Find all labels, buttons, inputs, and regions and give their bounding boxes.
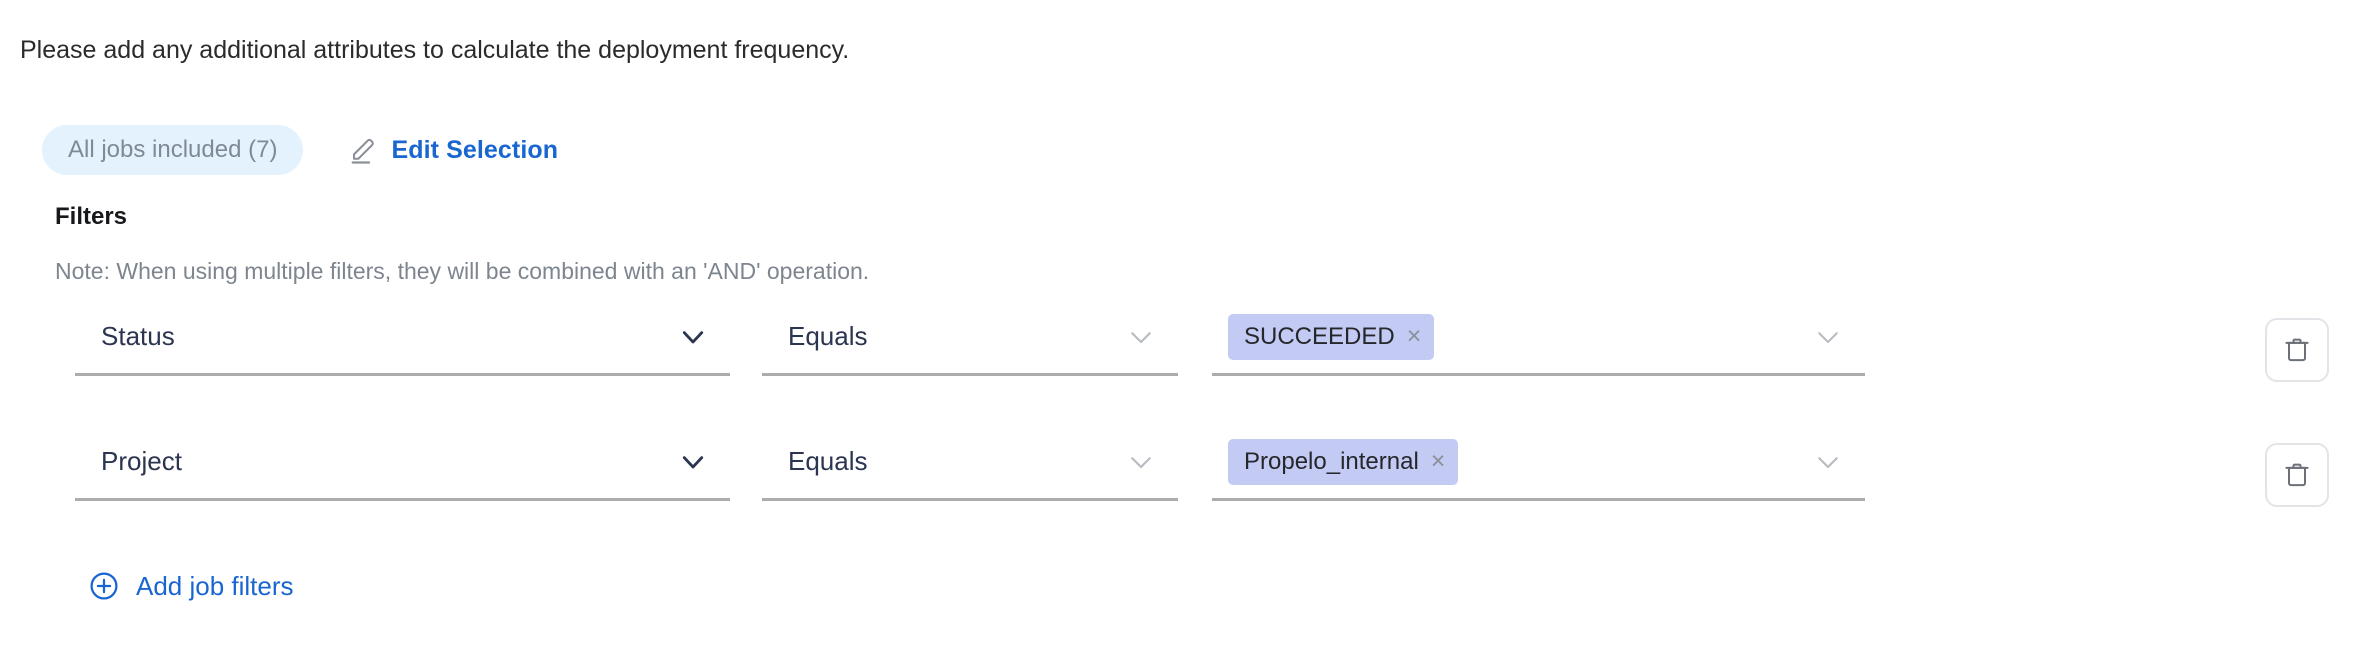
chevron-down-icon bbox=[1131, 456, 1151, 468]
filter-operator-select[interactable]: Equals bbox=[762, 425, 1178, 501]
filter-attribute-value: Project bbox=[101, 446, 182, 476]
edit-selection-button[interactable]: Edit Selection bbox=[349, 135, 558, 165]
edit-selection-label: Edit Selection bbox=[391, 135, 559, 164]
filters-heading: Filters bbox=[55, 203, 128, 230]
filters-note: Note: When using multiple filters, they … bbox=[55, 258, 870, 284]
filter-attribute-select[interactable]: Project bbox=[75, 425, 730, 501]
filter-value-chip: SUCCEEDED × bbox=[1228, 313, 1435, 360]
add-job-filters-button[interactable]: Add job filters bbox=[88, 570, 294, 602]
job-selection-row: All jobs included (7) Edit Selection bbox=[42, 122, 558, 178]
filter-value-chip-label: Propelo_internal bbox=[1244, 447, 1419, 475]
trash-icon bbox=[2285, 463, 2309, 487]
filter-value-select[interactable]: Propelo_internal × bbox=[1212, 425, 1865, 501]
pencil-icon bbox=[352, 138, 375, 164]
filter-attribute-select[interactable]: Status bbox=[75, 300, 730, 376]
filter-operator-value: Equals bbox=[788, 321, 868, 351]
trash-icon bbox=[2285, 338, 2309, 362]
close-icon[interactable]: × bbox=[1406, 322, 1422, 350]
delete-filter-button[interactable] bbox=[2265, 318, 2329, 382]
filter-row: Status Equals SUCCEEDED × bbox=[0, 300, 2376, 392]
plus-circle-icon bbox=[90, 572, 118, 600]
filter-operator-select[interactable]: Equals bbox=[762, 300, 1178, 376]
filter-value-chip: Propelo_internal × bbox=[1228, 438, 1459, 485]
close-icon[interactable]: × bbox=[1430, 447, 1446, 475]
chevron-down-icon bbox=[1131, 331, 1151, 343]
filter-attribute-value: Status bbox=[101, 321, 175, 351]
filter-row: Project Equals Propelo_internal × bbox=[0, 425, 2376, 517]
chevron-down-icon bbox=[682, 330, 704, 343]
filter-value-select[interactable]: SUCCEEDED × bbox=[1212, 300, 1865, 376]
filter-operator-value: Equals bbox=[788, 446, 868, 476]
chevron-down-icon bbox=[682, 455, 704, 468]
delete-filter-button[interactable] bbox=[2265, 443, 2329, 507]
jobs-included-badge: All jobs included (7) bbox=[42, 125, 304, 175]
filter-value-chip-label: SUCCEEDED bbox=[1244, 322, 1395, 350]
page-instruction-text: Please add any additional attributes to … bbox=[20, 36, 850, 64]
add-job-filters-label: Add job filters bbox=[136, 570, 294, 601]
chevron-down-icon bbox=[1818, 331, 1838, 343]
chevron-down-icon bbox=[1818, 456, 1838, 468]
